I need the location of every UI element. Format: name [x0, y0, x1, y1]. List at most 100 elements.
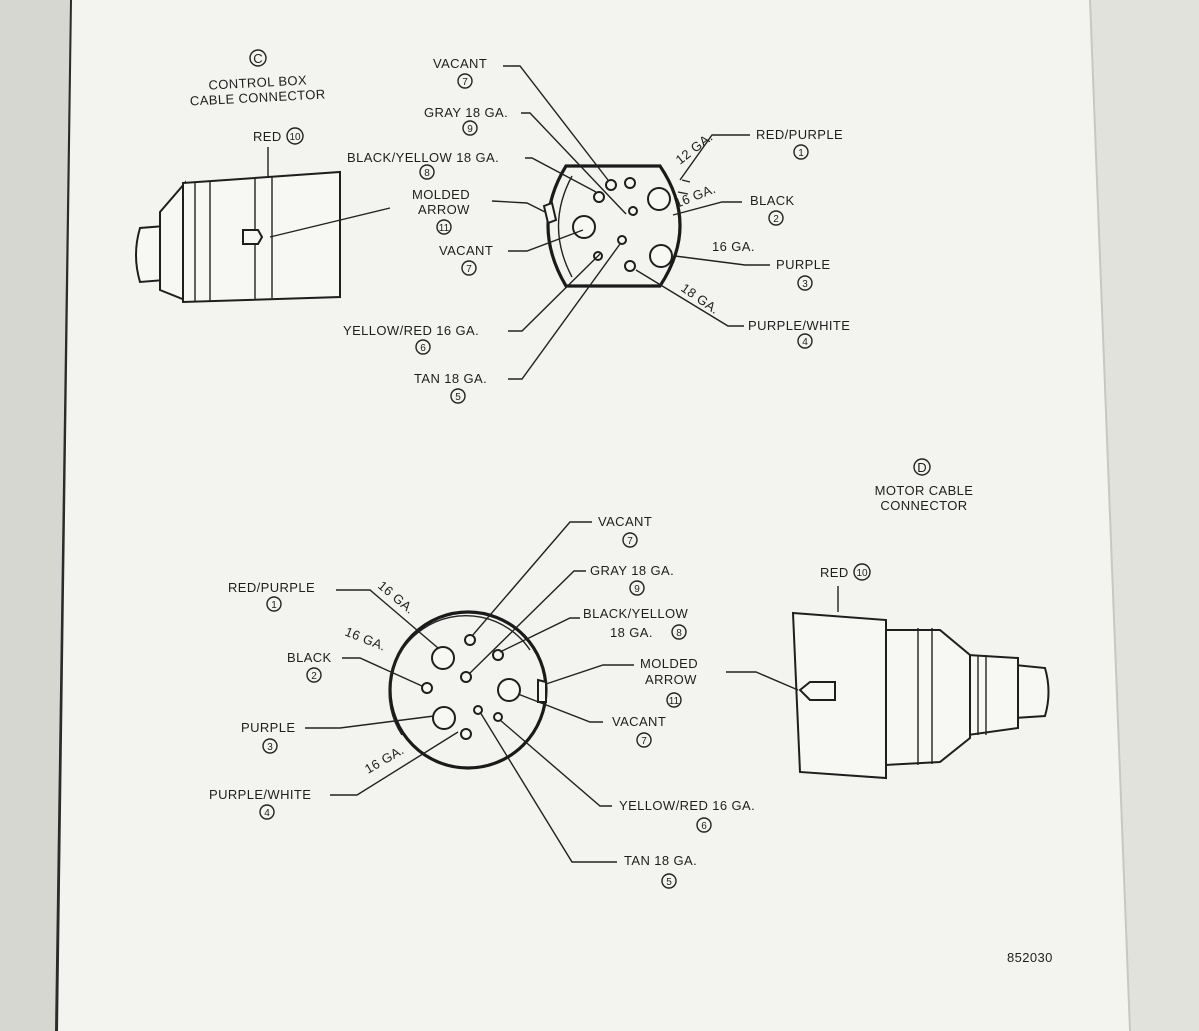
connector-d-num-circle-3 — [262, 738, 278, 754]
connector-d-label-gray: GRAY 18 GA. — [590, 563, 674, 578]
connector-c-leader-purple — [674, 255, 770, 266]
connector-c-label-red-purple: RED/PURPLE — [756, 127, 843, 142]
connector-d-body — [791, 611, 887, 780]
connector-d-pin-7-top — [464, 634, 476, 646]
figure-number: 852030 — [1007, 950, 1053, 965]
connector-d-num-5: 5 — [666, 877, 672, 888]
connector-c-gauge-16b: 16 GA. — [712, 239, 755, 254]
connector-c-end-view: 12 GA. 16 GA. 16 GA. 18 GA. VACANT 7 GRA… — [343, 56, 850, 404]
connector-c-key-arrow — [242, 229, 264, 245]
connector-c-leader-gray — [521, 112, 627, 215]
connector-d-num-circle-5 — [661, 873, 677, 889]
connector-d-num-2: 2 — [311, 671, 317, 682]
connector-d-num-7a: 7 — [627, 536, 633, 547]
connector-d-leader-purple-white — [330, 731, 459, 796]
connector-c-num-3: 3 — [802, 279, 808, 290]
connector-c-num-circle-9 — [462, 120, 478, 136]
connector-c-label-yellow-red: YELLOW/RED 16 GA. — [343, 323, 479, 338]
connector-c-pin-3 — [649, 244, 673, 268]
connector-d-leader-vacant-right — [517, 693, 603, 723]
connector-c-leader-tan — [508, 243, 621, 380]
connector-c-red-num: 10 — [289, 132, 301, 143]
connector-d-num-7b: 7 — [641, 736, 647, 747]
connector-c-num-circle-11 — [436, 219, 452, 235]
connector-c-num-circle-3 — [797, 275, 813, 291]
connector-d-collar — [967, 653, 1019, 737]
connector-c-num-9: 9 — [467, 124, 473, 135]
connector-d-num-8: 8 — [676, 628, 682, 639]
connector-c-molded-arrow-mark — [542, 201, 558, 225]
connector-d-label-molded-2: ARROW — [645, 672, 697, 687]
connector-d-num-circle-7a — [622, 532, 638, 548]
connector-c-face-inner — [557, 175, 573, 278]
connector-d-pin-6 — [493, 712, 503, 722]
connector-c-pin-5 — [624, 260, 636, 272]
connector-d-num-4: 4 — [264, 808, 270, 819]
connector-d-num-circle-8 — [671, 624, 687, 640]
connector-c-num-7a: 7 — [462, 77, 468, 88]
connector-c-label-black-yellow: BLACK/YELLOW 18 GA. — [347, 150, 499, 165]
connector-c-num-1: 1 — [798, 148, 804, 159]
connector-d-face-inner — [388, 615, 531, 736]
connector-c-pin-center-a — [628, 206, 638, 216]
connector-c-num-4: 4 — [802, 337, 808, 348]
connector-c-letter: C — [253, 51, 262, 66]
connector-d-leader-black — [342, 657, 423, 687]
connector-c-red-num-circle — [286, 127, 304, 145]
connector-d-red-num: 10 — [856, 568, 868, 579]
connector-d-num-circle-1 — [266, 596, 282, 612]
connector-c-pin-9 — [624, 177, 636, 189]
connector-c-leader-purple-white — [635, 269, 744, 327]
connector-d-pin-8 — [460, 671, 472, 683]
connector-c-title-line1: CONTROL BOX — [208, 72, 307, 92]
connector-d-num-circle-6 — [696, 817, 712, 833]
paper-page — [58, 0, 1130, 1031]
connector-c-label-molded-1: MOLDED — [412, 187, 470, 202]
connector-d-label-vacant-right: VACANT — [612, 714, 666, 729]
connector-c-num-circle-2 — [768, 210, 784, 226]
connector-c-label-purple: PURPLE — [776, 257, 830, 272]
connector-c-num-circle-6 — [415, 339, 431, 355]
connector-c-label-tan: TAN 18 GA. — [414, 371, 487, 386]
connector-d-leader-yellow-red — [499, 719, 612, 807]
connector-d-pin-7-right — [497, 678, 521, 702]
connector-d-side-view: RED 10 — [726, 563, 1050, 780]
connector-c-label-molded-2: ARROW — [418, 202, 470, 217]
connector-d-label-tan: TAN 18 GA. — [624, 853, 697, 868]
connector-c-label-black: BLACK — [750, 193, 795, 208]
connector-d-pin-5 — [460, 728, 472, 740]
connector-d-letter-circle — [913, 458, 931, 476]
connector-c-num-circle-1 — [793, 144, 809, 160]
connector-d-label-yellow-red: YELLOW/RED 16 GA. — [619, 798, 755, 813]
connector-d-num-9: 9 — [634, 584, 640, 595]
connector-c-cable — [135, 224, 166, 284]
connector-d-num-circle-2 — [306, 667, 322, 683]
connector-c-num-5: 5 — [455, 392, 461, 403]
connector-d-num-circle-4 — [259, 804, 275, 820]
connector-c-pin-8 — [593, 191, 605, 203]
connector-d-label-purple: PURPLE — [241, 720, 295, 735]
connector-c-side-view: RED 10 — [135, 127, 391, 304]
connector-c-num-circle-5 — [450, 388, 466, 404]
connector-c-leader-vacant-mid — [508, 229, 584, 252]
connector-c-num-circle-8 — [419, 164, 435, 180]
connector-d-pin-2 — [421, 682, 433, 694]
connector-d-label-purple-white: PURPLE/WHITE — [209, 787, 311, 802]
page-fold — [1089, 0, 1131, 1031]
connector-c-tick-1 — [681, 179, 691, 183]
connector-c-leader-yellow-red — [508, 253, 601, 332]
connector-c-pin-center-b — [617, 235, 627, 245]
connector-d-num-1: 1 — [271, 600, 277, 611]
connector-d-num-circle-9 — [629, 580, 645, 596]
connector-d-leader-tan — [479, 711, 617, 863]
connector-d-leader-black-yellow — [499, 617, 580, 653]
connector-c-tick-2 — [677, 191, 689, 195]
connector-c-num-11: 11 — [439, 223, 450, 234]
connector-c-label-purple-white: PURPLE/WHITE — [748, 318, 850, 333]
connector-d-num-6: 6 — [701, 821, 707, 832]
connector-d-label-black: BLACK — [287, 650, 332, 665]
connector-c-num-8: 8 — [424, 168, 430, 179]
connector-d-label-red-purple: RED/PURPLE — [228, 580, 315, 595]
connector-d-red-label: RED — [820, 565, 849, 580]
